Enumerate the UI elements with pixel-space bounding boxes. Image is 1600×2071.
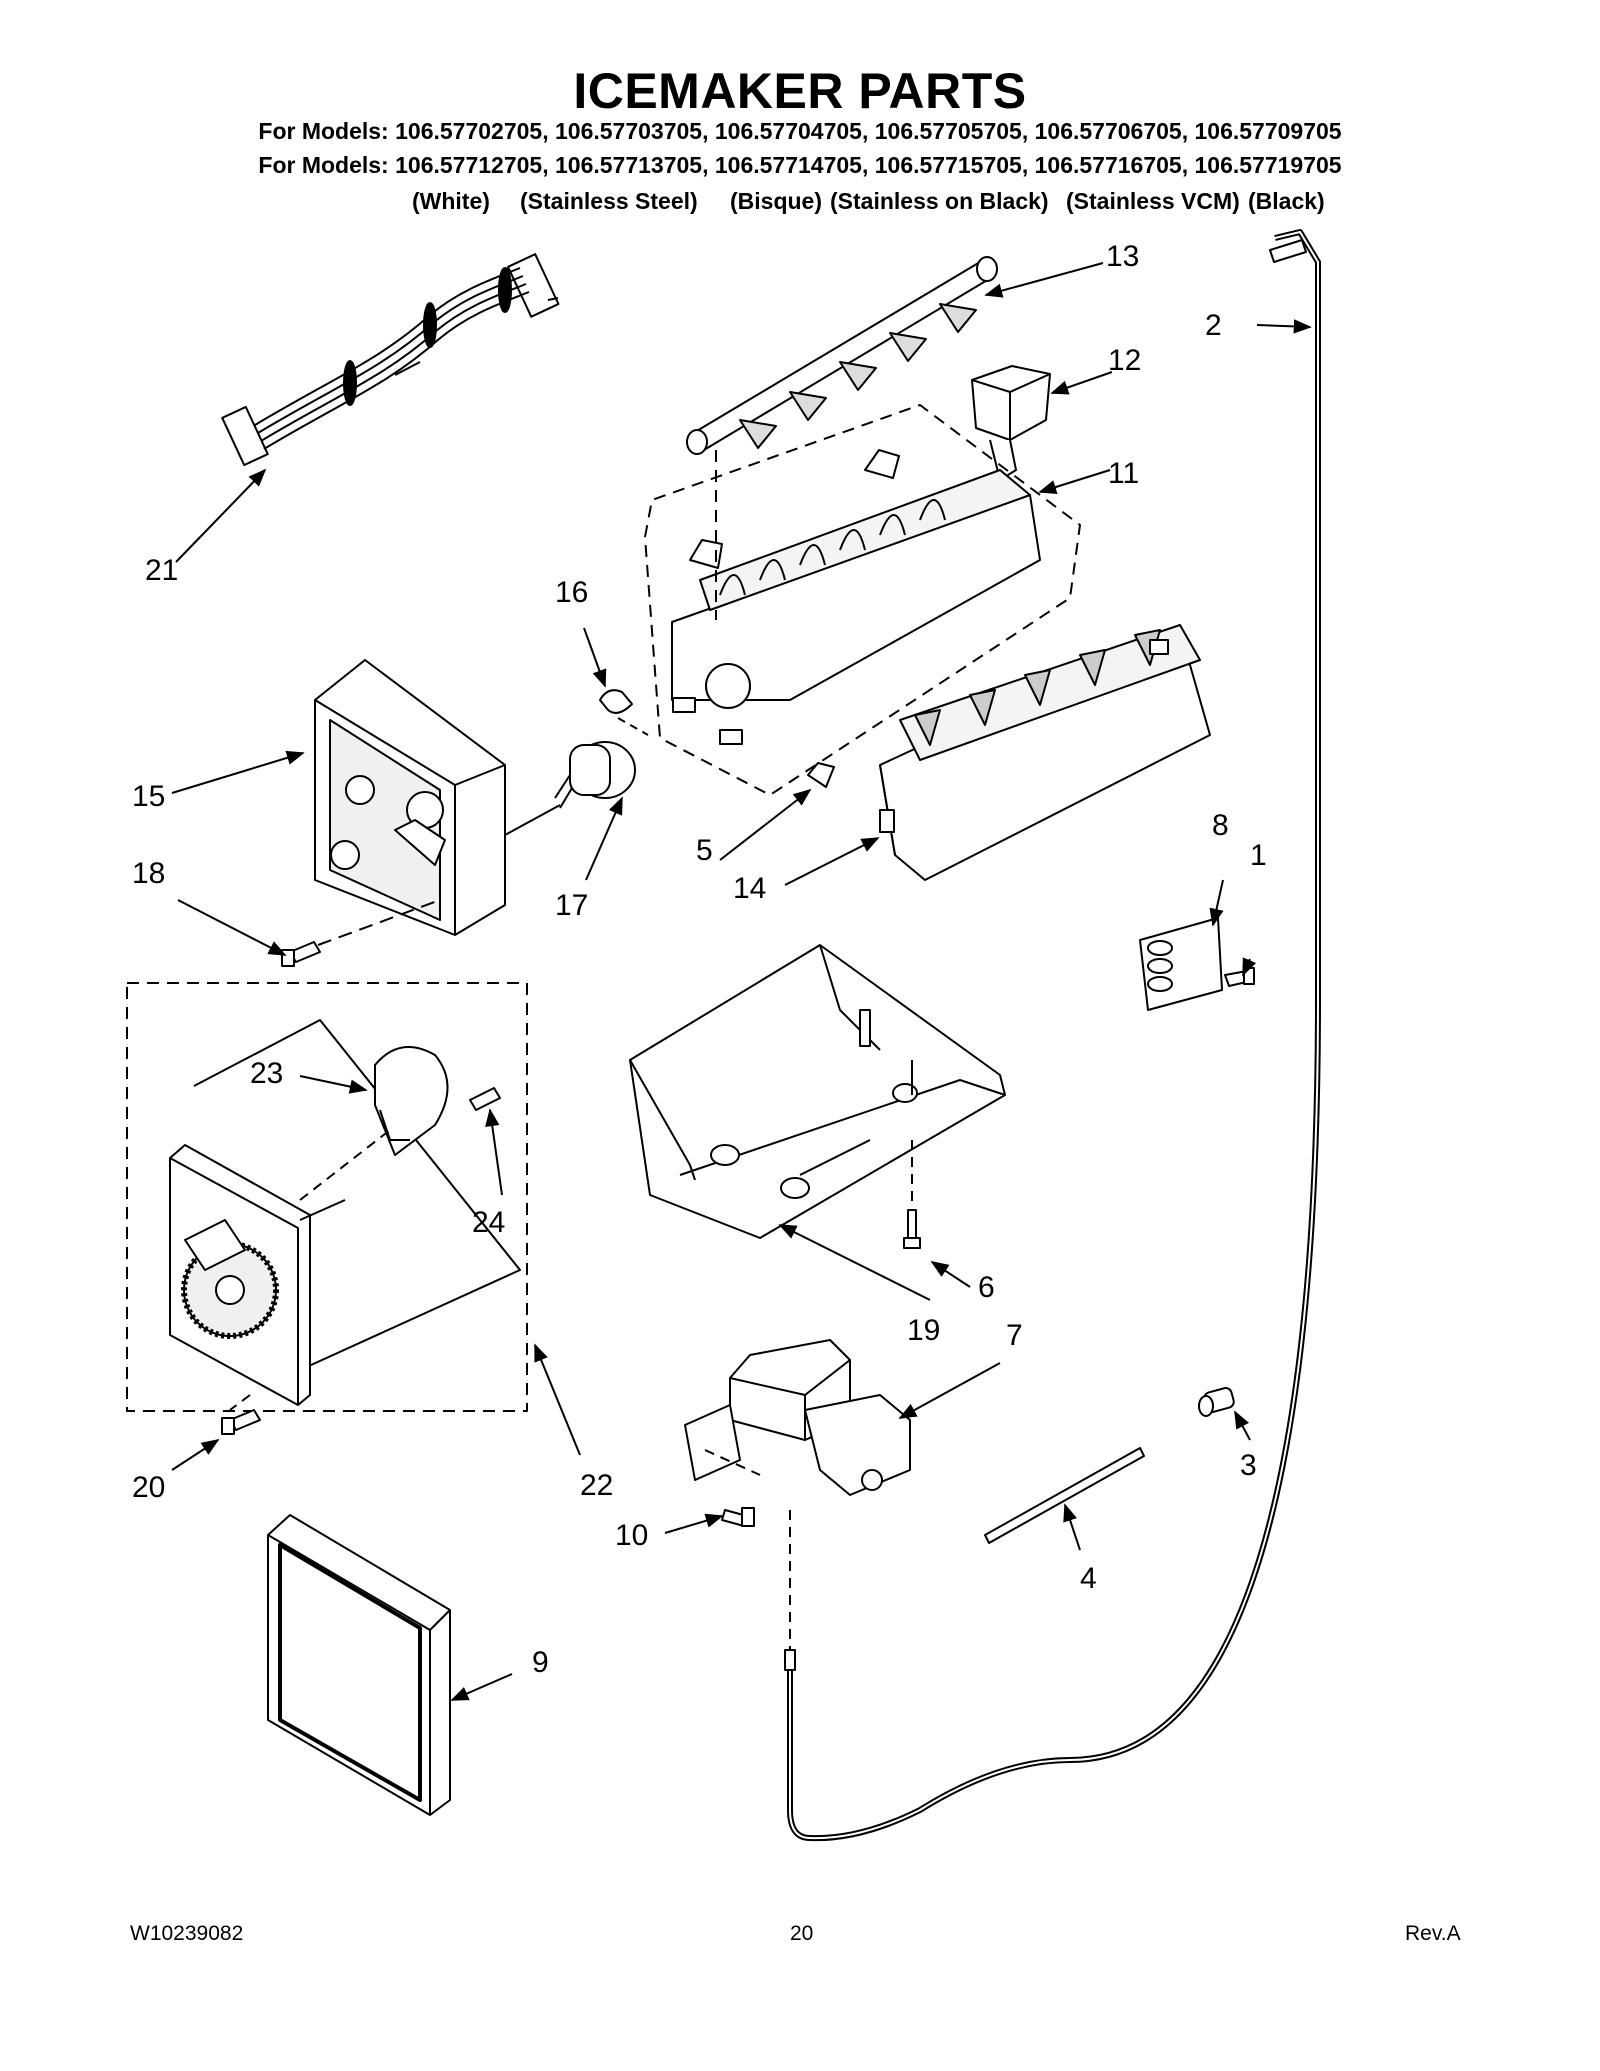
water-valve-part <box>684 1339 911 1496</box>
callout-number: 23 <box>250 1057 283 1090</box>
callout-number: 6 <box>978 1271 995 1304</box>
page-title: ICEMAKER PARTS <box>573 63 1027 119</box>
callout-number: 17 <box>555 889 588 922</box>
callout-number: 8 <box>1212 809 1229 842</box>
document-number: W10239082 <box>130 1922 244 1945</box>
screw-part <box>1224 967 1255 987</box>
callout-number: 12 <box>1108 344 1141 377</box>
mold-assembly-outline <box>644 404 1081 796</box>
tube-part <box>984 1447 1145 1544</box>
clamp-part <box>1139 917 1223 1011</box>
callout-number: 22 <box>580 1469 613 1502</box>
callout-number: 9 <box>532 1646 549 1679</box>
ice-mold-part <box>671 449 1041 745</box>
callout-number: 15 <box>132 780 165 813</box>
screw-part <box>721 1507 755 1527</box>
callout-number: 3 <box>1240 1449 1257 1482</box>
wire-harness-part <box>221 253 560 467</box>
callout-number: 20 <box>132 1471 165 1504</box>
callout-number: 14 <box>733 872 766 905</box>
callout-number: 7 <box>1006 1319 1023 1352</box>
fill-cup-part <box>971 365 1051 481</box>
module-part <box>169 1144 346 1406</box>
page-number: 20 <box>790 1922 814 1945</box>
callout-number: 13 <box>1106 240 1139 273</box>
callout-number: 18 <box>132 857 165 890</box>
callout-number: 1 <box>1250 839 1267 872</box>
clip-part <box>599 689 633 714</box>
screw-part <box>903 1209 921 1249</box>
insulation-part <box>267 1514 451 1816</box>
bracket-part <box>629 944 1006 1239</box>
screw-part <box>469 1087 501 1111</box>
callout-number: 4 <box>1080 1562 1097 1595</box>
model-list-line-1: For Models: 106.57702705, 106.57703705, … <box>258 118 1342 144</box>
fill-tube-part <box>784 229 1321 1842</box>
screw-part <box>281 941 321 967</box>
finish-label: (White) <box>412 188 490 214</box>
ejector-shaft-part <box>686 256 998 455</box>
finish-label: (Stainless VCM) <box>1066 188 1240 214</box>
motor-part <box>374 1046 449 1156</box>
fitting-part <box>1198 1387 1235 1417</box>
finish-label: (Black) <box>1248 188 1325 214</box>
model-list-line-2: For Models: 106.57712705, 106.57713705, … <box>258 152 1342 178</box>
finish-legend: (White) (Stainless Steel) (Bisque) (Stai… <box>412 188 1362 218</box>
ice-stripper-part <box>879 624 1211 881</box>
callout-number: 19 <box>907 1314 940 1347</box>
callout-number: 10 <box>615 1519 648 1552</box>
thermostat-part <box>554 741 636 809</box>
callout-number: 21 <box>145 554 178 587</box>
callout-number: 5 <box>696 834 713 867</box>
screw-part <box>221 1409 261 1435</box>
callout-number: 11 <box>1108 457 1139 490</box>
revision-label: Rev.A <box>1405 1922 1461 1945</box>
clip-part <box>807 762 835 788</box>
motor-assembly-outline <box>126 982 528 1412</box>
finish-label: (Stainless on Black) <box>830 188 1049 214</box>
module-housing-part <box>314 659 561 936</box>
finish-label: (Bisque) <box>730 188 822 214</box>
callout-number: 24 <box>472 1206 505 1239</box>
callout-number: 2 <box>1205 309 1222 342</box>
finish-label: (Stainless Steel) <box>520 188 698 214</box>
callout-number: 16 <box>555 576 588 609</box>
